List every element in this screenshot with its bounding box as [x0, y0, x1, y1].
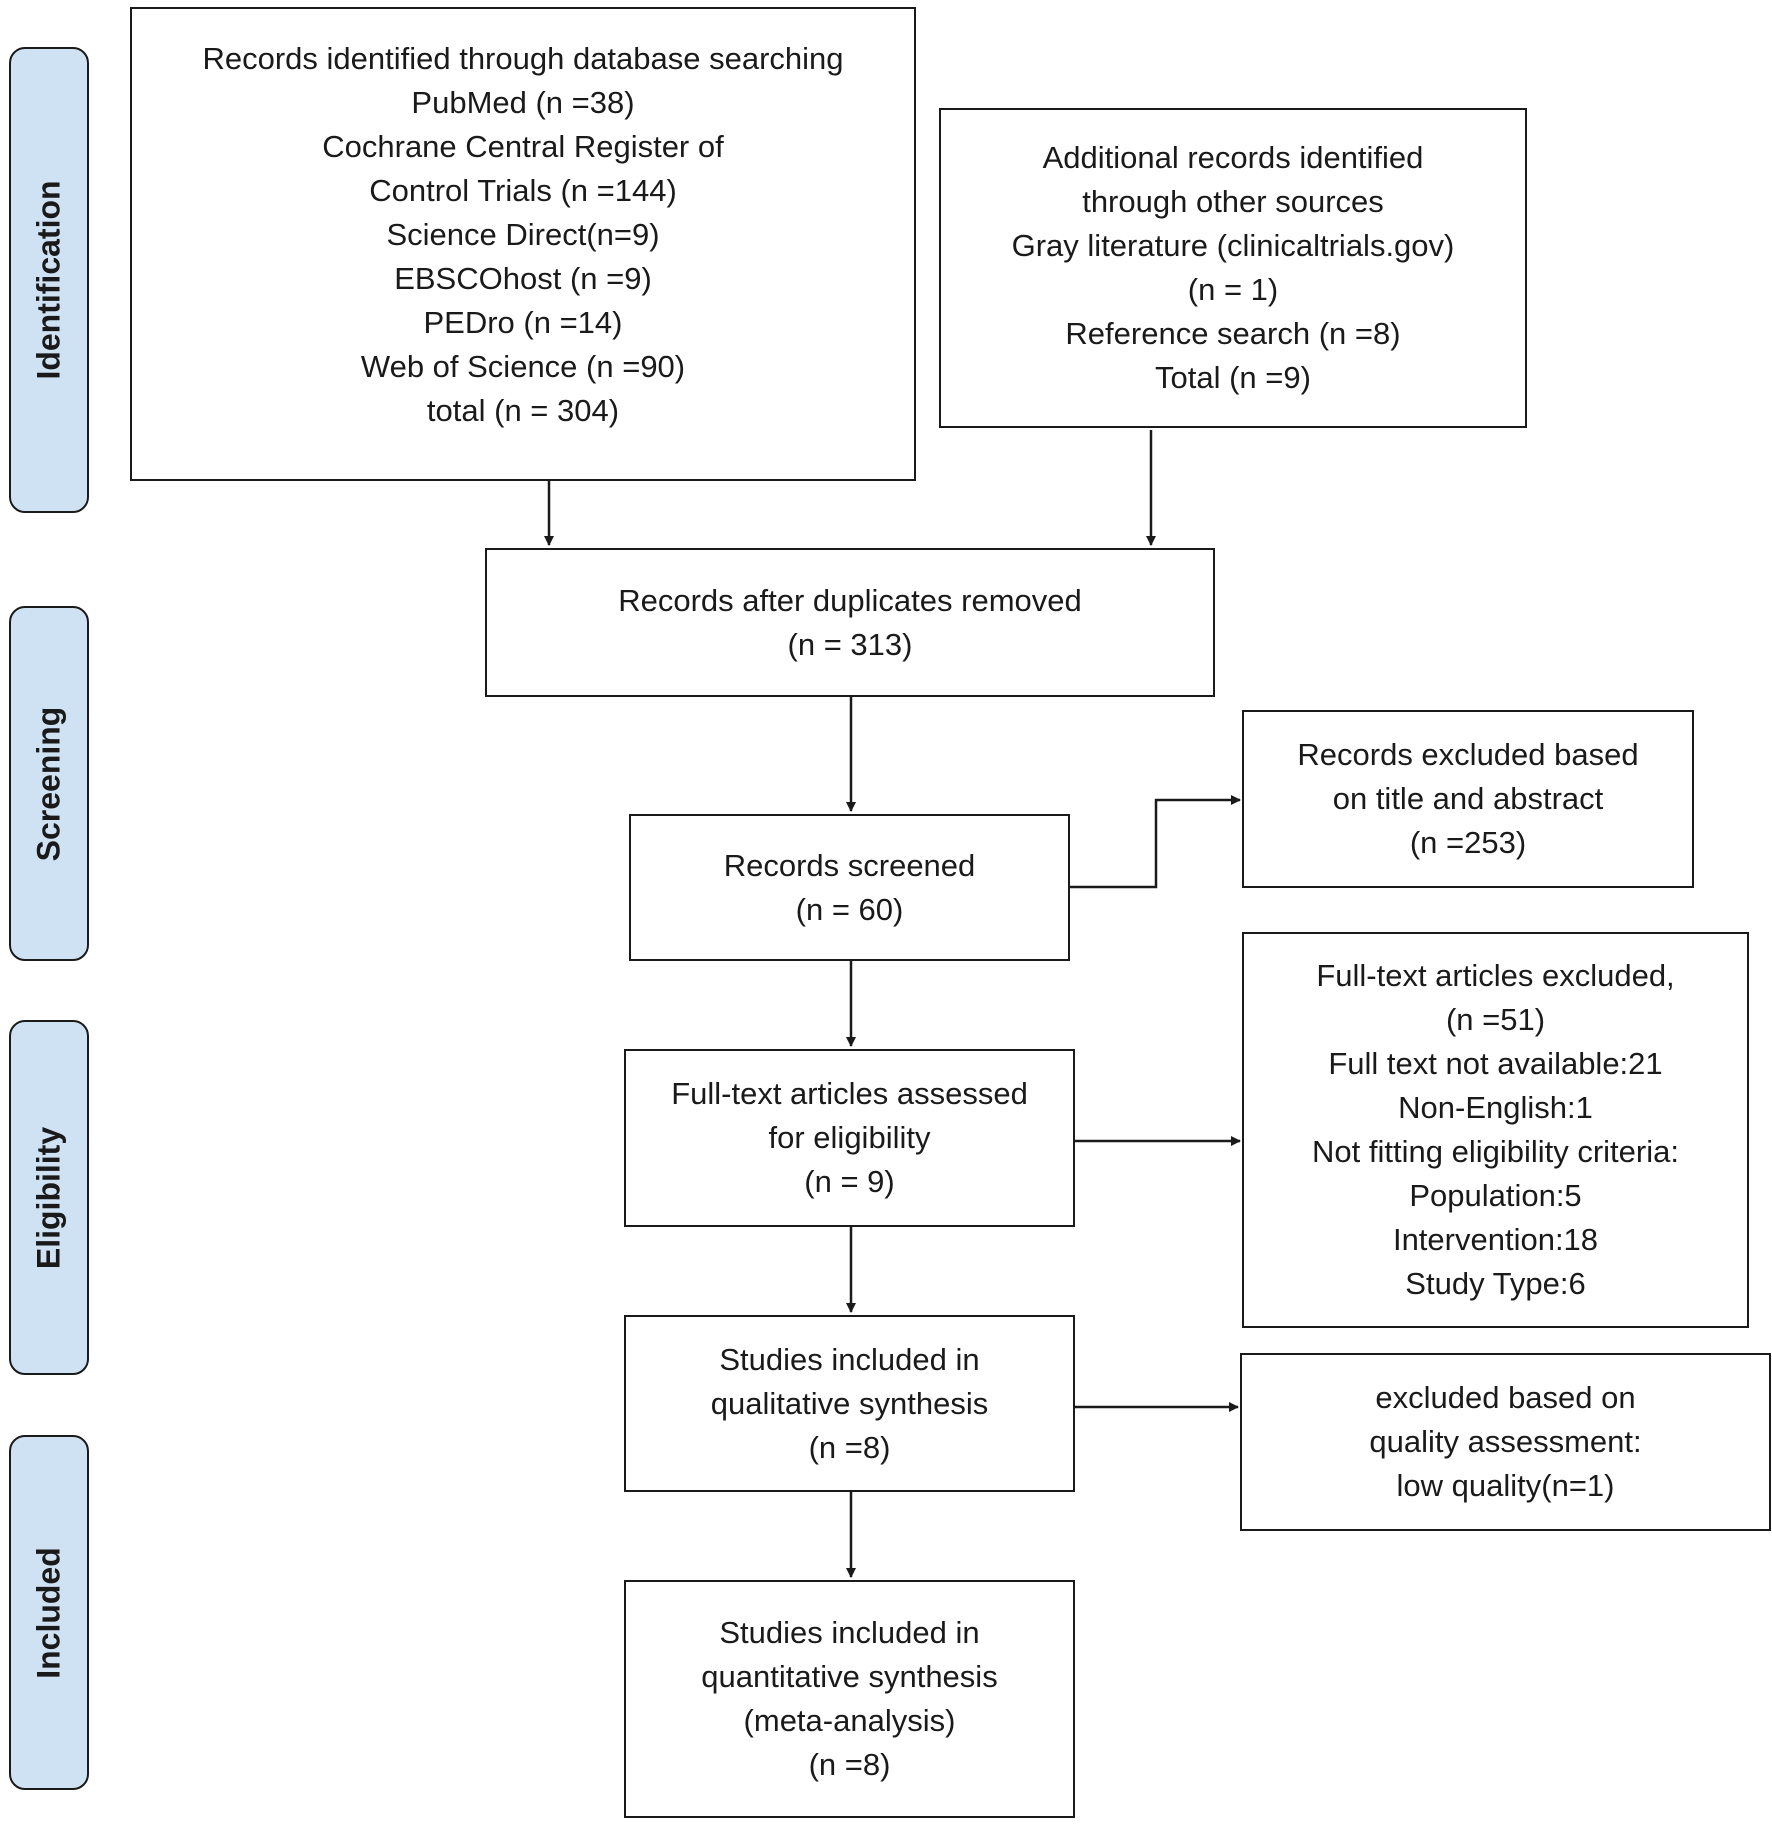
box-text-line: quality assessment: [1369, 1424, 1642, 1459]
box-text-line: (meta-analysis) [743, 1703, 956, 1738]
box-text-line: Population:5 [1409, 1178, 1582, 1213]
box-database-search: Records identified through database sear… [130, 7, 916, 481]
stage-eligibility: Eligibility [9, 1020, 89, 1375]
box-text-line: Not fitting eligibility criteria: [1312, 1134, 1679, 1169]
box-text-line: low quality(n=1) [1396, 1468, 1615, 1503]
box-excluded-quality: excluded based on quality assessment: lo… [1240, 1353, 1771, 1531]
box-excluded-title-abstract: Records excluded based on title and abst… [1242, 710, 1694, 888]
box-text-line: Reference search (n =8) [1065, 316, 1401, 351]
box-other-sources: Additional records identified through ot… [939, 108, 1527, 428]
arrow-screened-to-excluded [1070, 795, 1241, 889]
box-text-line: total (n = 304) [426, 393, 620, 428]
box-text-line: Additional records identified [1042, 140, 1424, 175]
box-text-line: Non-English:1 [1398, 1090, 1593, 1125]
box-text-line: (n =253) [1409, 825, 1527, 860]
box-text-line: Intervention:18 [1392, 1222, 1599, 1257]
box-text-line: (n =51) [1445, 1002, 1546, 1037]
box-text-line: Full-text articles excluded, [1316, 958, 1675, 993]
box-text-line: EBSCOhost (n =9) [394, 261, 652, 296]
box-text-line: Total (n =9) [1155, 360, 1311, 395]
box-text-line: Web of Science (n =90) [360, 349, 686, 384]
box-text-line: (n = 1) [1187, 272, 1279, 307]
box-text-line: Control Trials (n =144) [369, 173, 677, 208]
box-text-line: Records screened [723, 847, 976, 883]
box-text-line: Science Direct(n=9) [386, 217, 660, 252]
box-text-line: Full-text articles assessed [671, 1076, 1028, 1111]
box-text-line: Study Type:6 [1405, 1266, 1586, 1301]
stage-screening: Screening [9, 606, 89, 961]
box-text-line: PubMed (n =38) [411, 85, 635, 120]
box-text-line: on title and abstract [1332, 781, 1604, 816]
box-qualitative-synthesis: Studies included in qualitative synthesi… [624, 1315, 1075, 1492]
box-text-line: PEDro (n =14) [423, 305, 623, 340]
box-text-line: Records identified through database sear… [202, 41, 844, 76]
box-text-line: Records excluded based [1297, 737, 1639, 772]
stage-included: Included [9, 1435, 89, 1790]
box-text-line: quantitative synthesis [701, 1659, 998, 1694]
box-text-line: Studies included in [719, 1615, 980, 1650]
box-full-text-assessed: Full-text articles assessed for eligibil… [624, 1049, 1075, 1227]
box-text-line: qualitative synthesis [710, 1385, 989, 1421]
box-text-line: Cochrane Central Register of [322, 129, 724, 164]
box-text-line: Gray literature (clinicaltrials.gov) [1011, 228, 1455, 263]
box-duplicates-removed: Records after duplicates removed (n = 31… [485, 548, 1215, 697]
box-records-screened: Records screened (n = 60) [629, 814, 1070, 961]
box-text-line: (n =8) [808, 1429, 891, 1465]
box-text-line: Full text not available:21 [1328, 1046, 1663, 1081]
box-text-line: for eligibility [768, 1120, 931, 1155]
box-text-line: (n = 9) [804, 1164, 895, 1199]
box-text-line: Studies included in [719, 1341, 980, 1377]
box-text-line: (n = 313) [787, 626, 913, 662]
box-full-text-excluded: Full-text articles excluded, (n =51) Ful… [1242, 932, 1749, 1328]
box-text-line: (n =8) [808, 1747, 891, 1782]
box-text-line: Records after duplicates removed [618, 582, 1082, 618]
box-text-line: through other sources [1082, 184, 1384, 219]
box-text-line: excluded based on [1375, 1380, 1636, 1415]
box-text-line: (n = 60) [795, 891, 904, 927]
stage-identification: Identification [9, 47, 89, 513]
box-quantitative-synthesis: Studies included in quantitative synthes… [624, 1580, 1075, 1818]
